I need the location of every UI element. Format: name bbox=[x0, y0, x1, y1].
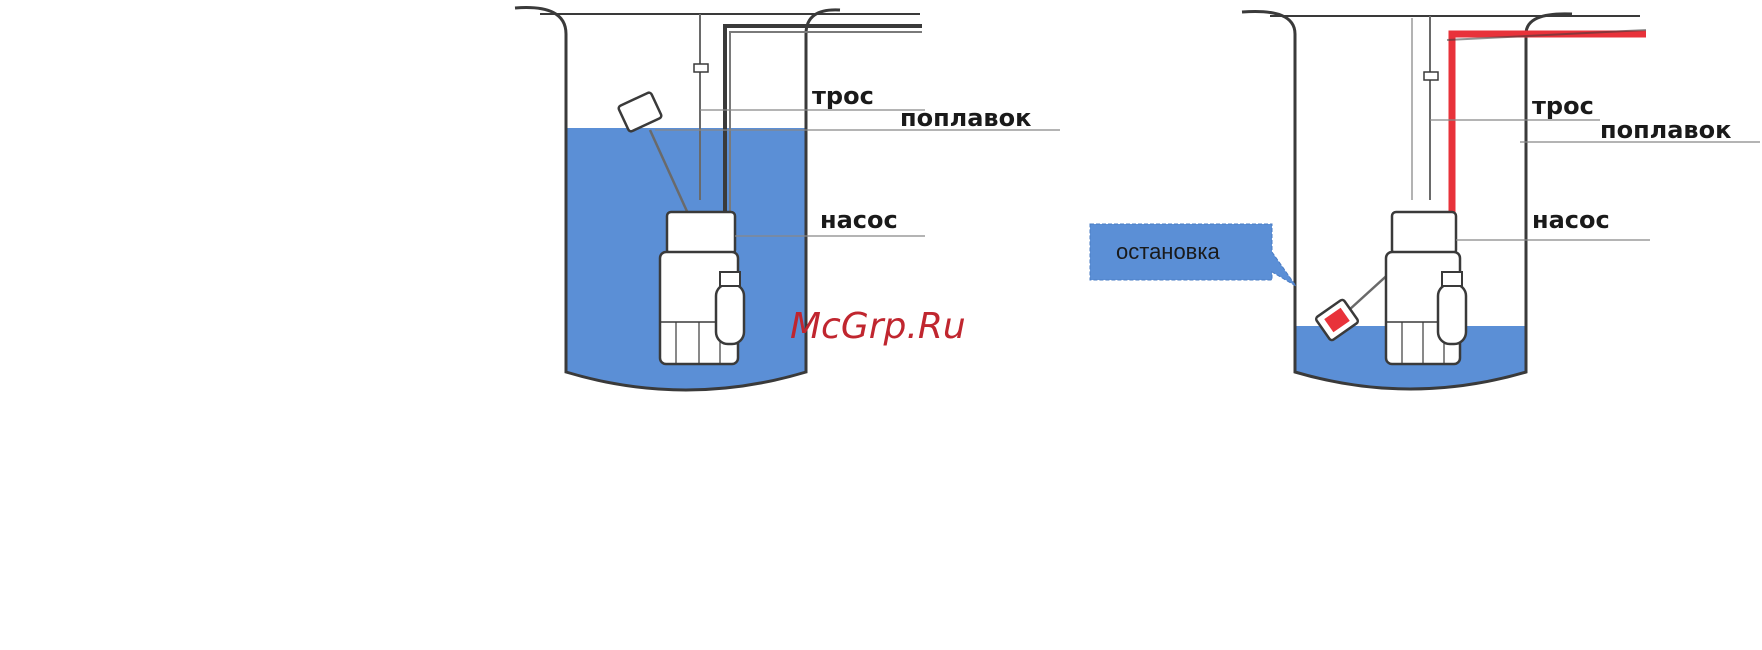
right-pump-label: насос bbox=[1532, 206, 1610, 234]
left-pump-label: насос bbox=[820, 206, 898, 234]
right-cable-label: трос bbox=[1532, 92, 1594, 120]
left-cable-label: трос bbox=[812, 82, 874, 110]
stop-callout: остановка bbox=[1090, 224, 1296, 286]
right-float-label: поплавок bbox=[1600, 116, 1731, 144]
right-panel: трос поплавок насос остановка bbox=[1090, 11, 1760, 389]
left-submersible-pump-icon bbox=[660, 212, 744, 364]
left-panel: трос поплавок насос bbox=[515, 8, 1060, 390]
right-submersible-pump-icon bbox=[1386, 212, 1466, 364]
left-float-label: поплавок bbox=[900, 104, 1031, 132]
watermark: McGrp.Ru bbox=[790, 306, 966, 347]
stop-callout-text: остановка bbox=[1116, 239, 1220, 264]
right-power-cable-active bbox=[1452, 34, 1646, 270]
left-float-switch-icon bbox=[618, 92, 662, 133]
